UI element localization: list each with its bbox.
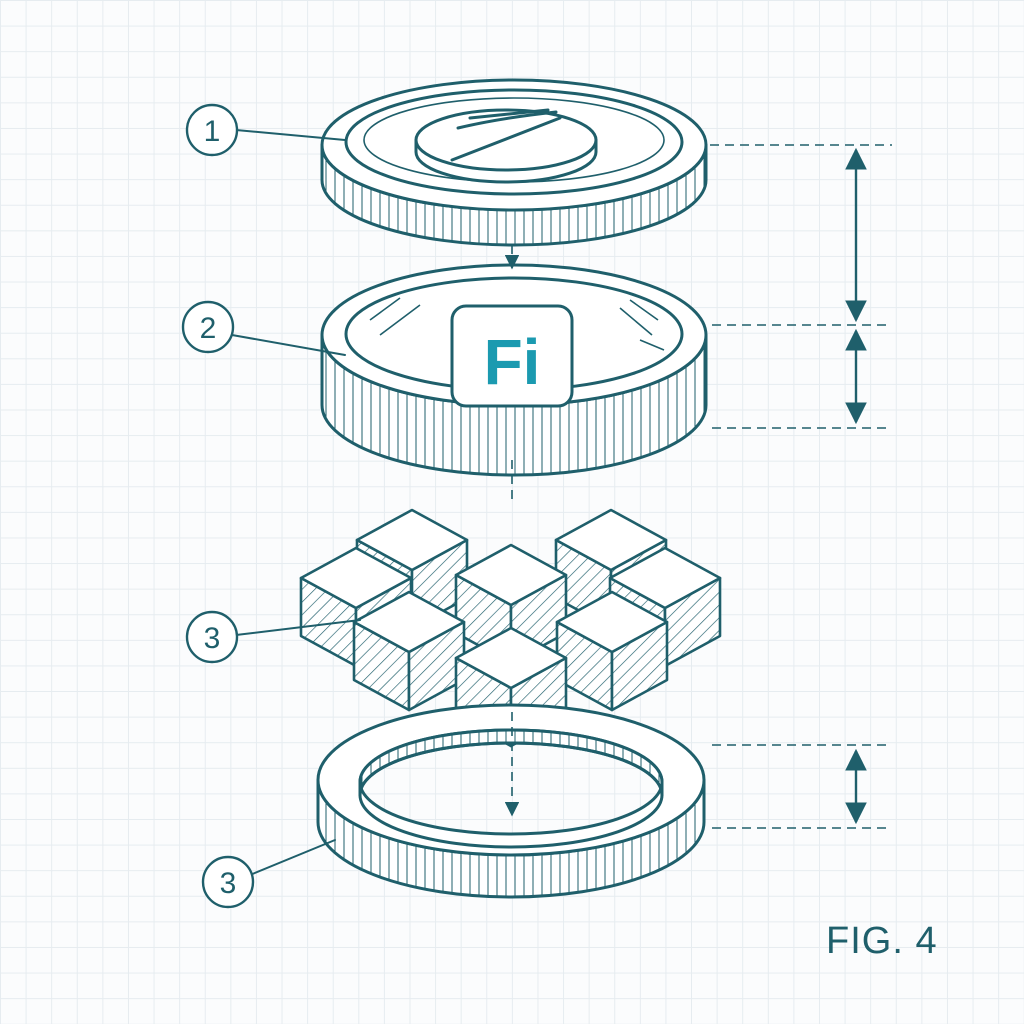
cube-mid-right-top-face — [608, 546, 722, 610]
callout-2-label: 2 — [200, 312, 217, 345]
cube-center-top-face — [454, 543, 568, 607]
cube-back-left-top-face — [355, 508, 469, 572]
callout-1: 1 — [185, 103, 346, 157]
middle-body-component: Fi — [320, 263, 708, 477]
cube-mid-left-top-face — [299, 546, 413, 610]
logo-text: Fi — [484, 326, 541, 398]
cube-front-left — [352, 590, 466, 712]
callout-2: 2 — [181, 300, 346, 356]
cube-front-right-top-face — [555, 590, 669, 654]
cube-front-right — [555, 590, 669, 712]
callout-3a-label: 3 — [204, 622, 221, 655]
callout-1-label: 1 — [204, 115, 221, 148]
callout-3b-label: 3 — [220, 867, 237, 900]
cube-back-right-top-face — [554, 508, 668, 572]
callout-3b: 3 — [201, 839, 336, 909]
top-cap-component — [320, 78, 708, 247]
bottom-ring-component — [316, 703, 706, 899]
cube-front-center-top-face — [454, 626, 568, 690]
cube-front-left-top-face — [352, 590, 466, 654]
figure-label: FIG. 4 — [826, 920, 938, 962]
callout-3a: 3 — [185, 610, 361, 664]
fi-logo: Fi — [450, 304, 574, 408]
cube-cluster-component — [299, 508, 722, 748]
dimension-lines — [710, 144, 892, 829]
